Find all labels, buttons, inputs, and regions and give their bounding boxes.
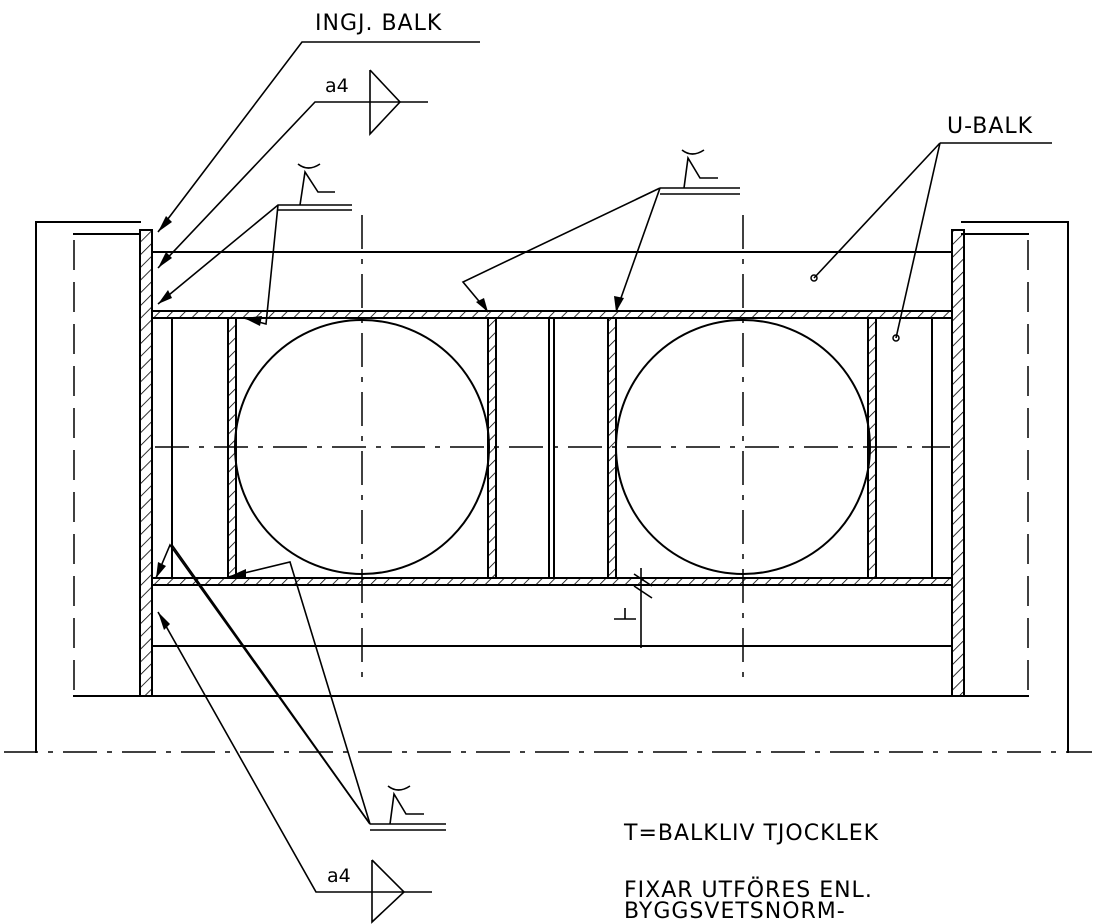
- a4-top-text: a4: [325, 75, 349, 97]
- weld-symbol-top-middle: [461, 149, 740, 313]
- notes: T=BALKLIV TJOCKLEK FIXAR UTFÖRES ENL. BY…: [623, 821, 879, 924]
- ingj-balk-text: INGJ. BALK: [315, 11, 442, 36]
- weld-symbol-bottom: [155, 543, 446, 831]
- note-fixar-line-1: FIXAR UTFÖRES ENL.: [624, 877, 873, 903]
- label-u-balk: U-BALK: [810, 114, 1052, 342]
- note-thickness: T=BALKLIV TJOCKLEK: [623, 821, 879, 846]
- label-a4-top: a4: [157, 69, 428, 269]
- label-a4-bottom: a4: [157, 611, 432, 924]
- embedded-beam-plates: [139, 229, 965, 697]
- u-beam-flanges: [151, 251, 953, 647]
- a4-bottom-text: a4: [327, 865, 351, 887]
- web-stiffeners: [171, 317, 933, 579]
- u-balk-text: U-BALK: [947, 114, 1033, 139]
- label-ingj-balk: INGJ. BALK: [157, 11, 480, 233]
- outer-frame: [35, 221, 1069, 753]
- note-fixar-line-2: BYGGSVETSNORM-: [624, 899, 846, 924]
- thickness-dimension: [614, 568, 653, 648]
- weld-symbol-top-left: [157, 163, 352, 326]
- center-lines: [4, 215, 1092, 753]
